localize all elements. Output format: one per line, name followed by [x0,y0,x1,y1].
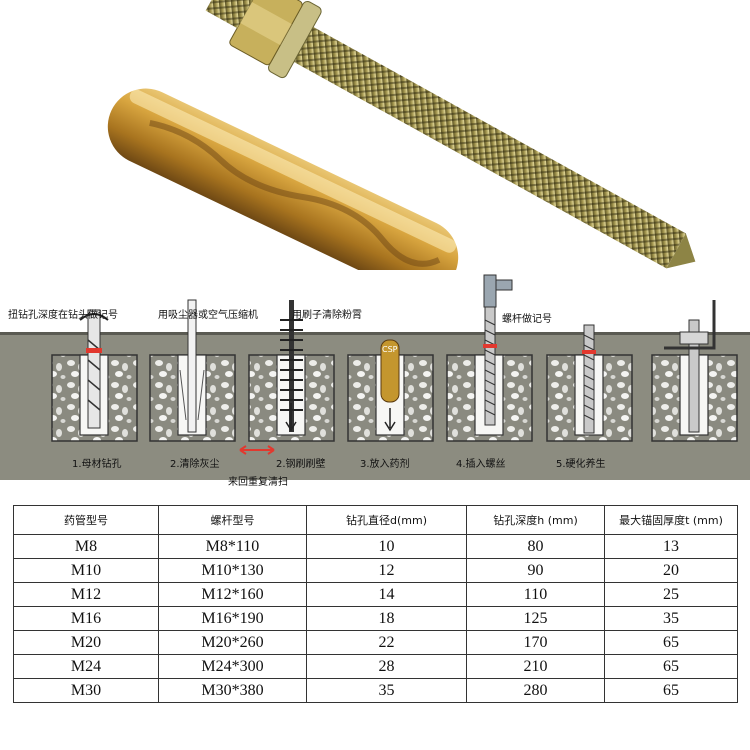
table-row: M16 M16*190 18 125 35 [13,606,738,631]
anchored-fixture [664,300,716,433]
cell-capsule-model: M16 [13,606,159,631]
threaded-rod [205,0,696,269]
drill-bit [79,309,109,429]
cell-rod-model: M30*380 [158,678,307,703]
step-cure-label: 5.硬化养生 [556,459,606,470]
product-photo [0,0,750,270]
cell-rod-model: M8*110 [158,534,307,559]
cell-rod-model: M10*130 [158,558,307,583]
caption-vacuum: 用吸尘器或空气压缩机 [158,310,258,321]
cell-hole-depth: 90 [466,558,605,583]
table-row: M10 M10*130 12 90 20 [13,558,738,583]
cell-max-thickness: 13 [604,534,738,559]
step-clean-label: 2.清除灰尘 [170,459,220,470]
caption-rod-mark: 螺杆做记号 [502,314,552,325]
step-brush-label: 2.钢刷刷壁 [276,459,326,470]
cell-capsule-model: M12 [13,582,159,607]
cell-rod-model: M20*260 [158,630,307,655]
repeat-note: 来回重复清扫 [228,477,288,488]
cell-hole-depth: 170 [466,630,605,655]
cell-hole-diameter: 35 [306,678,467,703]
table-row: M12 M12*160 14 110 25 [13,582,738,607]
cell-rod-model: M16*190 [158,606,307,631]
capsule-label: CSP [382,345,398,354]
cell-capsule-model: M10 [13,558,159,583]
cell-max-thickness: 65 [604,630,738,655]
cell-hole-diameter: 10 [306,534,467,559]
col-hole-depth: 钻孔深度h (mm) [466,505,605,535]
wire-brush [280,300,303,432]
caption-drill-depth: 扭钻孔深度在钻头做记号 [8,310,118,321]
rod-curing [582,324,596,434]
cell-hole-depth: 110 [466,582,605,607]
cell-max-thickness: 25 [604,582,738,607]
col-rod-model: 螺杆型号 [158,505,307,535]
cell-hole-depth: 80 [466,534,605,559]
step-capsule-label: 3.放入药剂 [360,459,410,470]
installation-illustration [0,274,750,480]
capsule-insert [380,339,400,432]
spec-table: 药管型号 螺杆型号 钻孔直径d(mm) 钻孔深度h (mm) 最大锚固厚度t (… [13,505,738,703]
col-hole-diameter: 钻孔直径d(mm) [306,505,467,535]
cell-capsule-model: M8 [13,534,159,559]
cell-capsule-model: M24 [13,654,159,679]
cell-hole-diameter: 18 [306,606,467,631]
cell-hole-diameter: 12 [306,558,467,583]
cell-max-thickness: 35 [604,606,738,631]
cell-max-thickness: 20 [604,558,738,583]
rod-insert [483,274,513,426]
cell-max-thickness: 65 [604,678,738,703]
table-row: M30 M30*380 35 280 65 [13,678,738,703]
step-rod-label: 4.插入螺丝 [456,459,506,470]
cell-hole-diameter: 22 [306,630,467,655]
resin-capsule [107,88,459,270]
cell-rod-model: M24*300 [158,654,307,679]
cell-hole-depth: 125 [466,606,605,631]
table-header-row: 药管型号 螺杆型号 钻孔直径d(mm) 钻孔深度h (mm) 最大锚固厚度t (… [13,505,738,535]
cell-capsule-model: M30 [13,678,159,703]
cell-max-thickness: 65 [604,654,738,679]
step-drill-label: 1.母材钻孔 [72,459,122,470]
cell-hole-diameter: 28 [306,654,467,679]
table-row: M20 M20*260 22 170 65 [13,630,738,655]
col-max-thickness: 最大锚固厚度t (mm) [604,505,738,535]
cell-hole-depth: 210 [466,654,605,679]
caption-brush: 用刷子清除粉霄 [292,310,362,321]
cell-rod-model: M12*160 [158,582,307,607]
table-row: M24 M24*300 28 210 65 [13,654,738,679]
blower-tube [179,299,205,433]
cell-capsule-model: M20 [13,630,159,655]
col-capsule-model: 药管型号 [13,505,159,535]
installation-diagram: 扭钻孔深度在钻头做记号 用吸尘器或空气压缩机 用刷子清除粉霄 螺杆做记号 COM… [0,270,750,631]
red-arrow [239,445,275,455]
cell-hole-diameter: 14 [306,582,467,607]
cell-hole-depth: 280 [466,678,605,703]
table-row: M8 M8*110 10 80 13 [13,534,738,559]
